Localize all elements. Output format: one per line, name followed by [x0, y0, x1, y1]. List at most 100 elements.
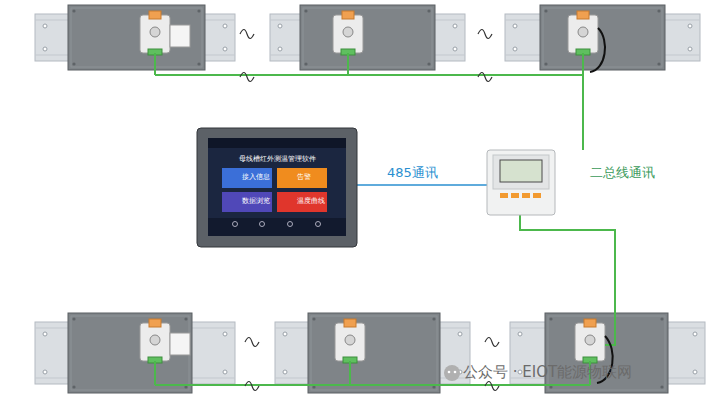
rail-hole: [223, 370, 227, 374]
sensor-module: [140, 323, 170, 361]
rail-hole: [43, 370, 47, 374]
break-symbols: [240, 30, 499, 391]
rail-hole: [688, 47, 692, 51]
casing-screw: [544, 62, 547, 65]
rail-hole: [43, 332, 47, 336]
casing-screw: [660, 385, 663, 388]
casing-edge: [311, 316, 437, 390]
casing-screw: [304, 9, 307, 12]
screen-bezel: [197, 128, 357, 247]
break-mark: [240, 73, 254, 82]
sensor-lens: [150, 335, 160, 345]
rail-hole: [513, 24, 517, 28]
menu-label: 接入信息: [242, 174, 270, 181]
menu-tile: [222, 168, 272, 188]
rail-hole: [518, 332, 522, 336]
rail-hole: [223, 47, 227, 51]
rail-hole: [453, 24, 457, 28]
casing-screw: [312, 317, 315, 320]
rail-hole: [688, 24, 692, 28]
link-label: 二总线通讯: [588, 166, 657, 181]
sensor-tab: [584, 319, 596, 327]
rail-hole: [223, 332, 227, 336]
sensor-tab: [149, 319, 161, 327]
meter-button: [500, 193, 508, 198]
rail-hole: [43, 47, 47, 51]
rs485-line: [357, 184, 487, 186]
nav-icon: [233, 222, 238, 227]
sensor-module: [335, 323, 365, 361]
sensor-tab: [149, 11, 161, 19]
black-cables: [590, 28, 613, 383]
meter-body: [487, 150, 555, 215]
screen-title: 母线槽红外测温管理软件: [208, 155, 346, 163]
busbar-casing: [308, 313, 440, 393]
busbar-units: [35, 5, 705, 393]
menu-label: 温度曲线: [297, 198, 325, 205]
casing-screw: [427, 9, 430, 12]
casing-screw: [304, 62, 307, 65]
rail-hole: [278, 24, 282, 28]
busbar-casing: [68, 5, 205, 70]
break-mark: [245, 338, 259, 347]
cable-loop: [590, 28, 605, 72]
rail-hole: [458, 332, 462, 336]
mount-plate: [170, 333, 190, 355]
casing-screw: [184, 317, 187, 320]
screen-node: 母线槽红外测温管理软件接入信息 告警数据浏览 温度曲线: [208, 138, 346, 236]
menu-tile: [277, 168, 327, 188]
rail-hole: [453, 47, 457, 51]
watermark-icon: [444, 365, 460, 381]
wechat-eye: [448, 371, 451, 374]
touch-screen: [197, 128, 357, 247]
rail-hole: [283, 332, 287, 336]
casing-screw: [660, 317, 663, 320]
break-mark: [478, 73, 492, 82]
break-mark: [485, 382, 499, 391]
busbar-casing: [68, 313, 192, 393]
sensor-lens: [345, 335, 355, 345]
rail-hole: [223, 24, 227, 28]
nav-icon: [288, 222, 293, 227]
casing-screw: [427, 62, 430, 65]
sensor-tab: [342, 11, 354, 19]
sensor-lens: [585, 335, 595, 345]
rail-hole: [693, 370, 697, 374]
casing-screw: [657, 62, 660, 65]
casing-screw: [72, 317, 75, 320]
rail-hole: [43, 24, 47, 28]
sensor-module: [140, 15, 170, 53]
sensor-module: [333, 15, 363, 53]
casing-screw: [432, 317, 435, 320]
casing-screw: [657, 9, 660, 12]
link-label: 485通讯: [385, 166, 440, 181]
casing-screw: [72, 385, 75, 388]
rail-hole: [283, 370, 287, 374]
screen-bottombar: [208, 218, 346, 236]
mount-plate: [170, 25, 190, 47]
busbar-casing: [300, 5, 435, 70]
meter-button: [511, 193, 519, 198]
casing-edge: [71, 8, 202, 67]
menu-label: 告警: [297, 174, 311, 181]
meter-panel: [493, 155, 549, 189]
casing-edge: [303, 8, 432, 67]
menu-label: 数据浏览: [242, 198, 270, 205]
meter-button: [522, 193, 530, 198]
screen-topbar: [208, 138, 346, 148]
sensor-lens: [150, 27, 160, 37]
casing-screw: [197, 62, 200, 65]
wechat-icon: [444, 365, 460, 381]
sensor-module: [568, 15, 598, 53]
casing-screw: [72, 62, 75, 65]
bus-wires: [155, 53, 615, 385]
casing-edge: [71, 316, 189, 390]
break-mark: [245, 382, 259, 391]
wechat-eye: [454, 371, 457, 374]
casing-screw: [72, 9, 75, 12]
sensor-lens: [343, 27, 353, 37]
riser-wire: [520, 215, 615, 345]
nav-icon: [316, 222, 321, 227]
meter-button: [533, 193, 541, 198]
